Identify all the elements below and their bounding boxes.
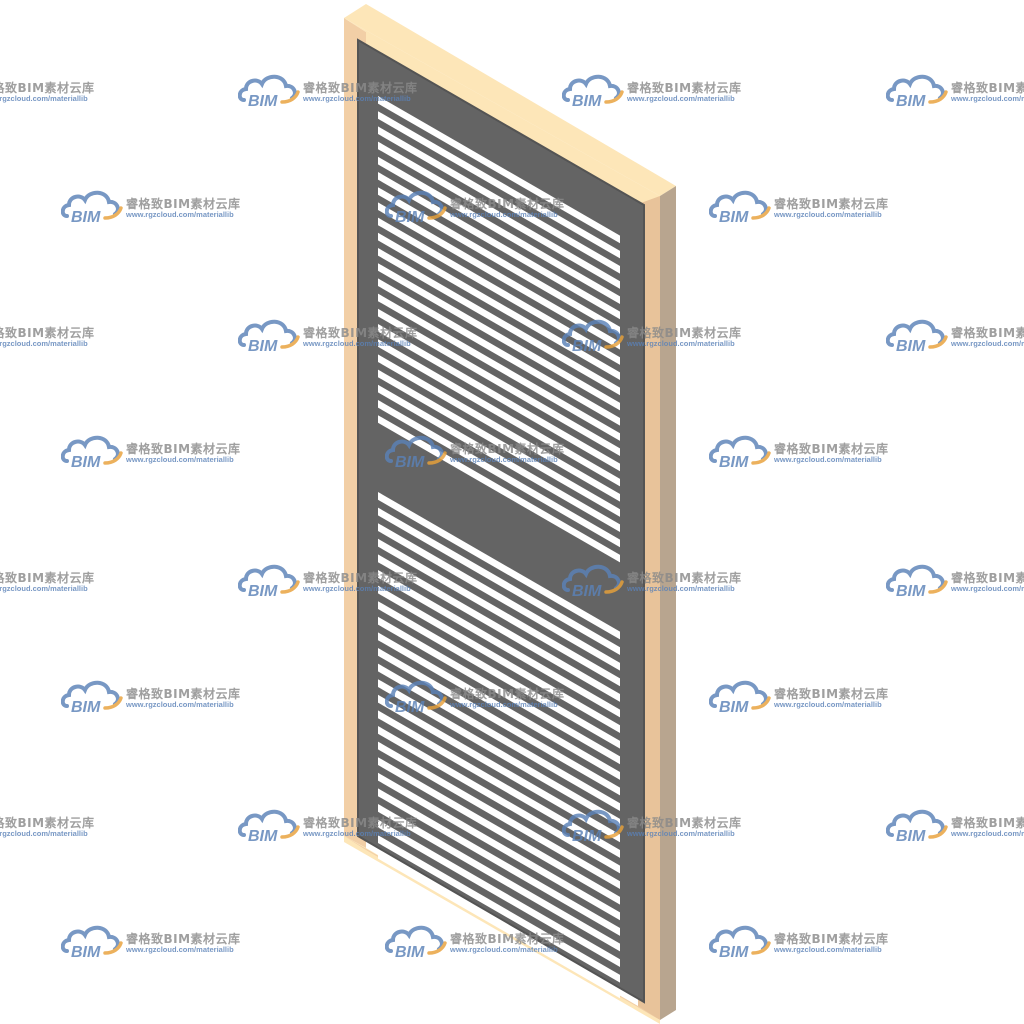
upper-louver-slat: [378, 187, 620, 335]
upper-louver-slat: [378, 96, 620, 244]
upper-louver-slat: [378, 324, 620, 472]
lower-louver-slat: [378, 726, 620, 874]
lower-louver-slat: [378, 507, 620, 656]
upper-louver-slat: [378, 263, 620, 411]
lower-louver-slat: [378, 694, 620, 843]
lower-louver-slat: [378, 741, 620, 890]
lower-louver-slat: [378, 804, 620, 952]
upper-louver-slat: [378, 248, 620, 396]
lower-louver-slat: [378, 570, 620, 718]
lower-louver-slat: [378, 538, 620, 687]
lower-louver-slat: [378, 757, 620, 905]
lower-louver-slat: [378, 772, 620, 921]
lower-louver-slat: [378, 679, 620, 827]
lower-louver-slat: [378, 601, 620, 749]
upper-louver-slat: [378, 141, 620, 289]
upper-louver-slat: [378, 339, 620, 487]
upper-louver-slat: [378, 293, 620, 441]
upper-louver-slat: [378, 217, 620, 365]
upper-louver-slat: [378, 278, 620, 426]
lower-louver-slat: [378, 819, 620, 968]
lower-louver-slat: [378, 523, 620, 671]
upper-louver-slat: [378, 369, 620, 517]
lower-louver-slat: [378, 585, 620, 734]
upper-louver-slat: [378, 384, 620, 533]
lower-louver-slat: [378, 554, 620, 702]
lower-louver-slat: [378, 788, 620, 936]
upper-louver-slat: [378, 202, 620, 350]
lower-louver-slat: [378, 835, 620, 983]
frame-head: [344, 18, 660, 214]
upper-louver-slat: [378, 232, 620, 381]
frame-right-shadow: [660, 186, 676, 1020]
lower-louver-slat: [378, 492, 620, 640]
lower-louver-slat: [378, 632, 620, 780]
lower-louver-slat: [378, 616, 620, 765]
frame-top-edge: [344, 4, 676, 196]
upper-louver-slat: [378, 111, 620, 259]
upper-louver-slat: [378, 308, 620, 457]
lower-louver-group: [378, 492, 620, 999]
upper-louver-slat: [378, 354, 620, 502]
lower-louver-slat: [378, 710, 620, 858]
upper-louver-slat: [378, 126, 620, 274]
lower-louver-slat: [378, 850, 620, 999]
